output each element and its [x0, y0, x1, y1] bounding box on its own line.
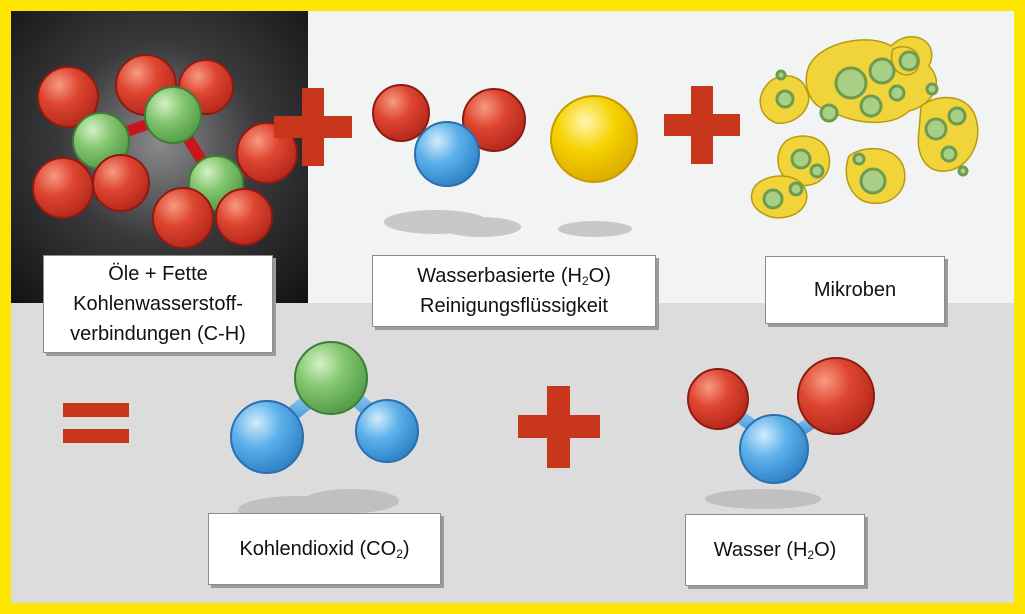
oils-label: Öle + Fette Kohlenwasserstoff- verbindun…	[43, 255, 273, 353]
plus-operator-1	[274, 88, 352, 166]
cleaning-particle-icon	[550, 95, 638, 237]
oils-label-line-2: Kohlenwasserstoff-	[73, 293, 243, 315]
plus-operator-2	[664, 86, 740, 164]
plus-operator-3	[518, 386, 600, 468]
oils-label-line-1: Öle + Fette	[108, 263, 208, 285]
co2-molecule-icon	[230, 341, 419, 524]
cleaner-label: Wasserbasierte (H2O) Reinigungsflüssigke…	[372, 255, 656, 327]
oils-label-line-3: verbindungen (C-H)	[70, 323, 246, 345]
cleaner-label-line-2: Reinigungsflüssigkeit	[420, 295, 608, 317]
water-product-molecule-icon	[687, 357, 875, 509]
water-molecule-icon	[372, 84, 526, 237]
cleaner-label-line-1: Wasserbasierte (H2O)	[417, 265, 611, 288]
equals-operator	[63, 403, 129, 443]
diagram-artwork	[32, 36, 979, 524]
water-label: Wasser (H2O)	[685, 514, 865, 586]
hydrocarbon-molecule-icon	[32, 54, 298, 249]
co2-label: Kohlendioxid (CO2)	[208, 513, 441, 585]
microbes-icon	[750, 36, 979, 219]
microbes-label: Mikroben	[765, 256, 945, 324]
